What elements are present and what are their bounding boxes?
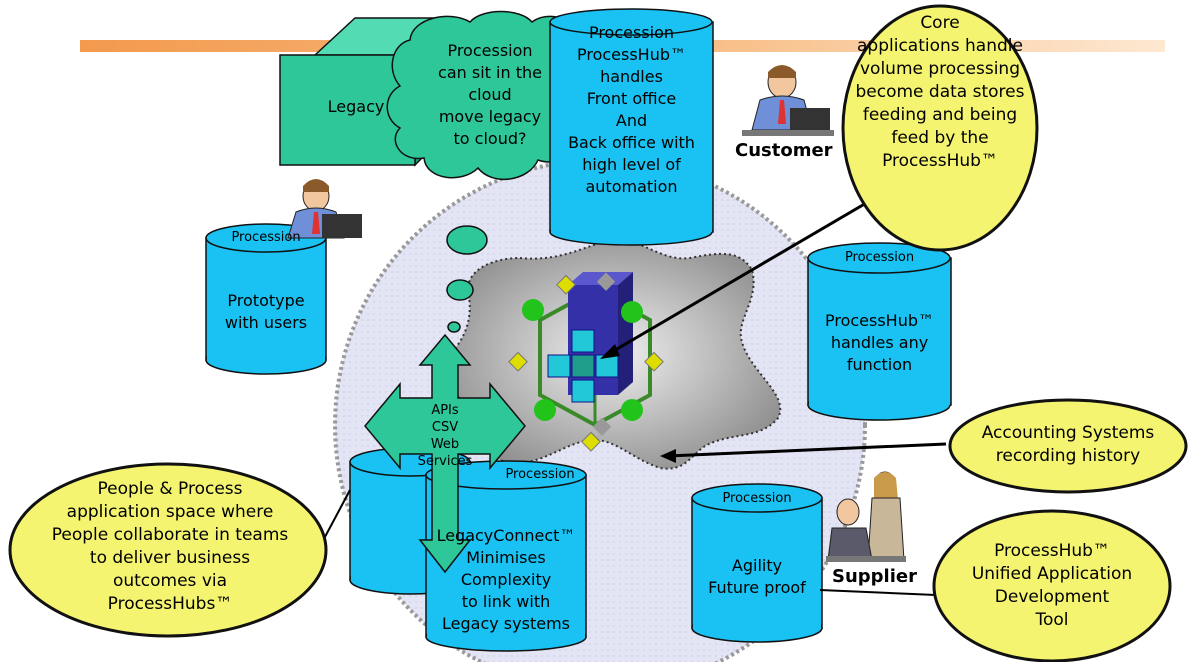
cylinder-right [807, 242, 952, 421]
thought-bubble [446, 225, 488, 255]
hub-molecule-icon [508, 272, 664, 452]
cylinder-line: Complexity [460, 570, 552, 589]
cylinder-line: Legacy systems [442, 614, 570, 633]
cloud-line: Procession [447, 41, 533, 60]
callout-line: Unified Application [971, 564, 1133, 584]
cylinder-line: to link with [461, 592, 551, 611]
cylinder-line: Future proof [708, 578, 806, 597]
cylinder-line: ProcessHub™ [576, 45, 687, 64]
callout-line: People collaborate in teams [51, 525, 289, 545]
callout-line: application space where [66, 502, 274, 522]
callout-line: ProcessHub™ [882, 151, 998, 171]
legacy-box-label: Legacy [327, 97, 385, 116]
arrow-label: APIs [431, 403, 459, 418]
callout-line: People & Process [97, 479, 243, 499]
cylinder-line: with users [224, 313, 308, 332]
callout-tool [932, 509, 1172, 662]
arrow-labels: APIs CSV Web Services [405, 402, 485, 470]
cloud-text: Procession can sit in the cloud move leg… [400, 40, 580, 150]
cylinder-top-center-text: Procession ProcessHub™ handles Front off… [550, 22, 713, 198]
cylinder-legacyconnect-text: LegacyConnect™ Minimises Complexity to l… [426, 525, 586, 635]
cylinder-line: And [615, 111, 648, 130]
cylinder-line: Back office with [568, 133, 695, 152]
cylinder-line: Minimises [466, 548, 546, 567]
callout-line: become data stores [855, 82, 1025, 102]
pointer-line-core [604, 190, 886, 358]
cloud-line: to cloud? [453, 129, 527, 148]
callout-line: to deliver business [89, 548, 251, 568]
callout-accounting-text: Accounting Systems recording history [950, 422, 1186, 468]
arrowhead-accounting [660, 449, 676, 463]
callout-line: feed by the [891, 128, 989, 148]
cylinder-top-center [549, 8, 714, 246]
cylinder-line: high level of [582, 155, 681, 174]
cylinder-line: function [846, 355, 913, 374]
callout-core-text: Core applications handle volume processi… [843, 12, 1037, 173]
cloud-line: move legacy [438, 107, 542, 126]
cylinder-line: LegacyConnect™ [436, 526, 576, 545]
cylinder-right-text: ProcessHub™ handles any function [808, 310, 951, 376]
callout-line: feeding and being [862, 105, 1018, 125]
callout-line: Accounting Systems [981, 423, 1155, 443]
callout-line: Tool [1035, 610, 1069, 630]
cylinder-legacyconnect-header: Procession [505, 467, 575, 482]
cylinder-agility [691, 483, 823, 643]
callout-line: outcomes via [112, 571, 228, 591]
cylinder-agility-header: Procession [722, 491, 792, 506]
callout-tool-text: ProcessHub™ Unified Application Developm… [934, 540, 1170, 632]
cylinder-line: Agility [731, 556, 783, 575]
arrow-label: Web [430, 437, 460, 452]
cloud-line: cloud [468, 85, 512, 104]
arrowhead-core [600, 344, 620, 359]
cylinder-prototype-text: Prototype with users [206, 290, 326, 334]
cylinder-line: handles any [830, 333, 929, 352]
cylinder-line: handles [600, 67, 663, 86]
callout-line: ProcessHubs™ [107, 594, 233, 614]
cylinder-right-header: Procession [844, 250, 915, 265]
thought-bubble [446, 279, 474, 301]
arrow-label: Services [417, 454, 473, 469]
cylinder-line: automation [585, 177, 678, 196]
cylinder-line: Front office [586, 89, 677, 108]
cylinder-line: Prototype [227, 291, 305, 310]
cylinder-agility-text: Agility Future proof [692, 555, 822, 599]
thought-bubble [447, 321, 461, 333]
pointer-line-tool [819, 589, 937, 596]
cylinder-prototype [205, 223, 327, 375]
pointer-line-accounting [667, 442, 947, 458]
cloud-line: can sit in the [438, 63, 542, 82]
customer-label: Customer [735, 140, 833, 161]
user-person-icon [287, 179, 362, 239]
callout-accounting [948, 398, 1188, 494]
callout-line: ProcessHub™ [994, 541, 1110, 561]
callout-line: Core [920, 13, 960, 33]
cylinder-prototype-header: Procession [231, 230, 301, 245]
cylinder-line: ProcessHub™ [824, 311, 935, 330]
callout-line: applications handle [857, 36, 1023, 56]
supplier-people-icon [826, 471, 906, 562]
supplier-label: Supplier [832, 566, 917, 587]
api-arrow-icon [364, 333, 526, 574]
customer-person-icon [742, 65, 834, 136]
callout-people [8, 462, 328, 638]
callout-core [841, 4, 1039, 252]
arrow-label: CSV [431, 420, 459, 435]
callout-line: recording history [995, 446, 1141, 466]
cylinder-header: Procession [588, 23, 675, 42]
callout-line: Development [994, 587, 1110, 607]
callout-people-text: People & Process application space where… [12, 478, 328, 616]
callout-line: volume processing [860, 59, 1020, 79]
